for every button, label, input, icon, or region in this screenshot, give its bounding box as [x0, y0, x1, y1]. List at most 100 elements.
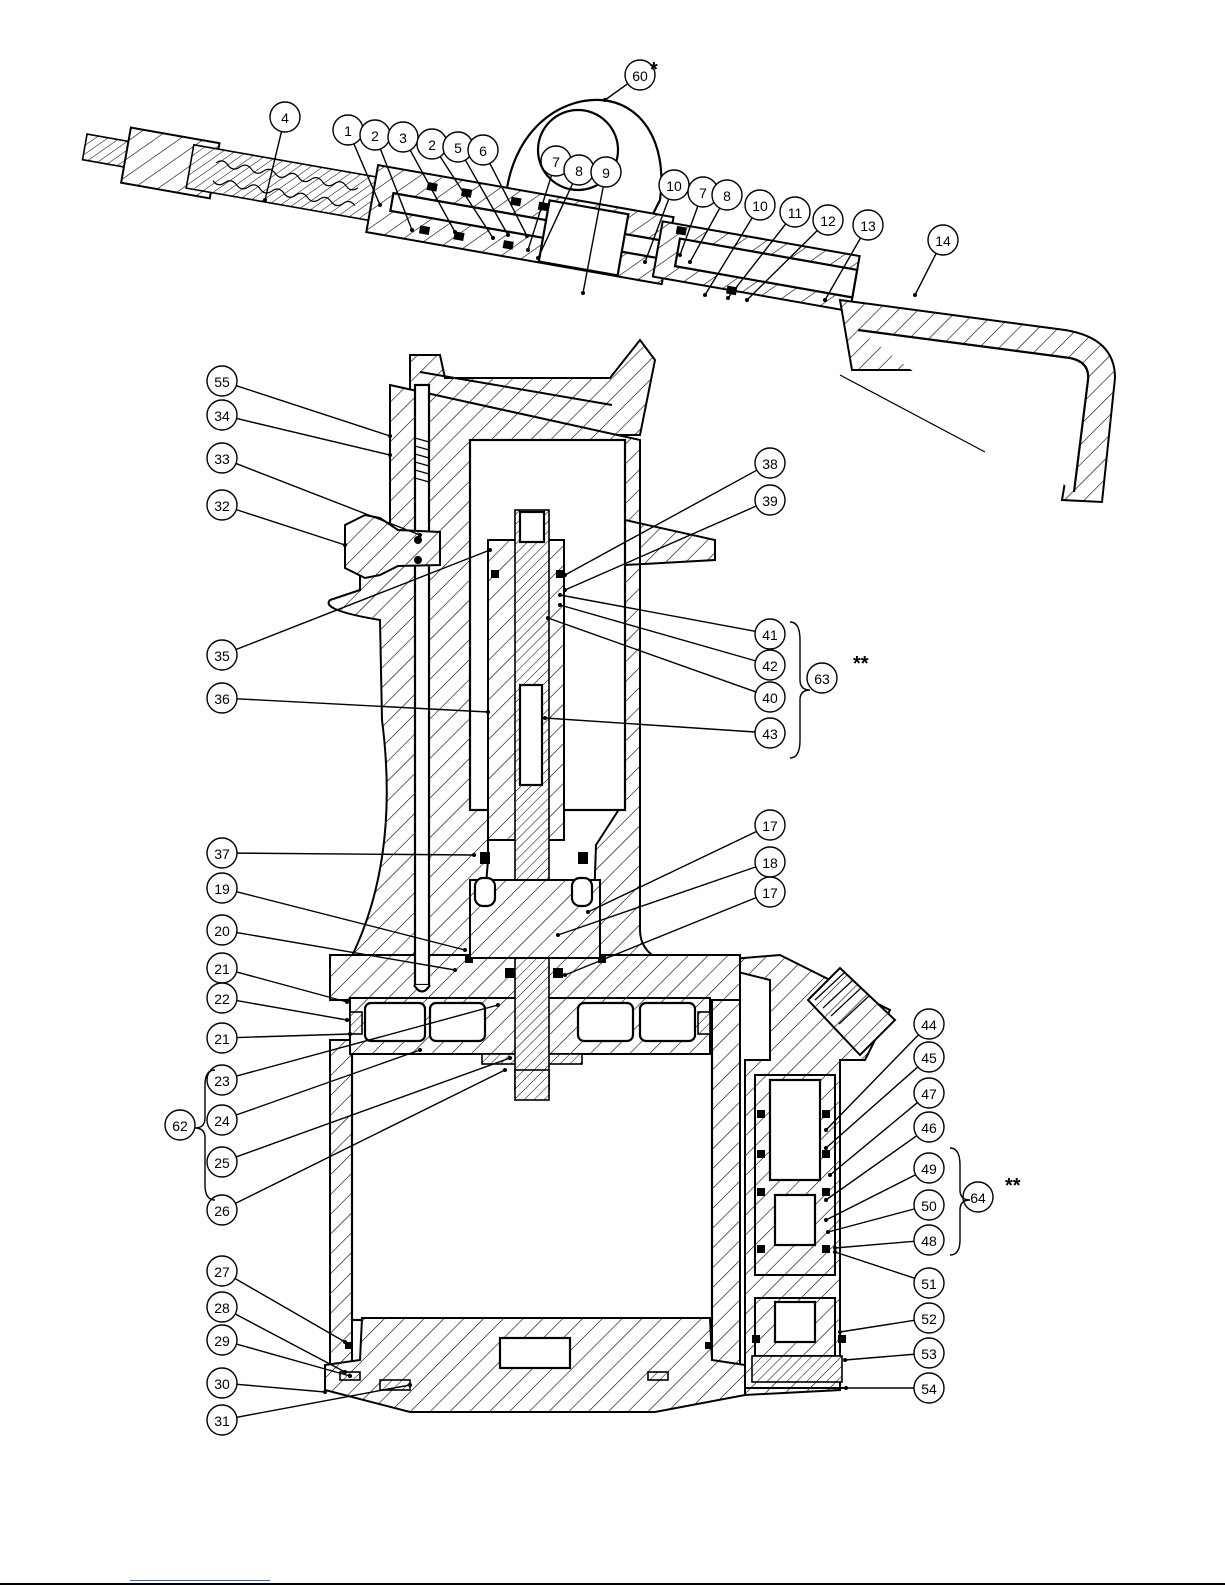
callout-label: 36 — [214, 691, 230, 707]
callout-label: 6 — [479, 143, 487, 159]
callout-label: 32 — [214, 498, 230, 514]
leader-arrow — [463, 948, 467, 952]
leader-arrow — [486, 710, 490, 714]
callout-label: 50 — [921, 1198, 937, 1214]
callout-label: 41 — [762, 627, 778, 643]
leader-arrow — [844, 1386, 848, 1390]
callout-label: 2 — [428, 137, 436, 153]
callout-label: 38 — [762, 456, 778, 472]
callout-label: 10 — [752, 198, 768, 214]
callout-label: 17 — [762, 885, 778, 901]
callout-label: 1 — [344, 123, 352, 139]
leader-arrow — [453, 230, 457, 234]
callout-label: 21 — [214, 961, 230, 977]
leader-arrow — [263, 198, 267, 202]
leader-arrow — [418, 533, 422, 537]
callout-label: 30 — [214, 1376, 230, 1392]
callout-label: 40 — [762, 690, 778, 706]
callout-label: 23 — [214, 1073, 230, 1089]
leader-arrow — [824, 1146, 828, 1150]
callout-label: 8 — [723, 188, 731, 204]
callout-34: 34 — [207, 400, 392, 457]
callout-label: 19 — [214, 881, 230, 897]
callout-label: 62 — [172, 1118, 188, 1134]
leader-arrow — [823, 298, 827, 302]
callout-label: 64 — [970, 1190, 986, 1206]
callout-label: 33 — [214, 451, 230, 467]
leader-arrow — [745, 298, 749, 302]
callout-label: 24 — [214, 1113, 230, 1129]
callout-label: 18 — [762, 855, 778, 871]
leader-arrow — [503, 1068, 507, 1072]
leader-arrow — [343, 1370, 347, 1374]
leader-arrow — [543, 716, 547, 720]
callout-label: 51 — [921, 1276, 937, 1292]
leader-arrow — [496, 1003, 500, 1007]
callout-label: 49 — [921, 1161, 937, 1177]
callout-label: 45 — [921, 1050, 937, 1066]
leader-arrow — [838, 1330, 842, 1334]
callout-label: 10 — [666, 178, 682, 194]
leader-arrow — [536, 256, 540, 260]
callout-55: 55 — [207, 366, 392, 438]
leader-arrow — [833, 1246, 837, 1250]
tie-rod — [414, 385, 430, 992]
leader-arrow — [348, 1374, 352, 1378]
leader-arrow — [563, 573, 567, 577]
callout-label: 7 — [699, 185, 707, 201]
callout-label: 54 — [921, 1381, 937, 1397]
leader-arrow — [418, 1048, 422, 1052]
callout-label: 21 — [214, 1031, 230, 1047]
callout-label: 9 — [602, 165, 610, 181]
leader-arrow — [388, 434, 392, 438]
leader-arrow — [563, 588, 567, 592]
callout-54: 54 — [844, 1373, 944, 1403]
footer-link-underline — [130, 1580, 270, 1581]
leader-arrow — [408, 1383, 412, 1387]
leader-arrow — [506, 233, 510, 237]
callout-leader — [840, 1320, 914, 1332]
callout-label: 7 — [552, 154, 560, 170]
callout-leader — [237, 1001, 347, 1020]
callout-leader — [235, 1314, 345, 1372]
leader-arrow — [546, 616, 550, 620]
callout-label: 43 — [762, 726, 778, 742]
leader-arrow — [824, 1128, 828, 1132]
callout-leader — [835, 1252, 915, 1278]
callout-label: 60 — [632, 68, 648, 84]
callout-leader — [237, 1034, 350, 1038]
callout-label: 13 — [860, 218, 876, 234]
leader-arrow — [348, 1032, 352, 1036]
callout-leader — [235, 1278, 345, 1342]
callout-48: 48 — [833, 1225, 944, 1255]
callout-label: 35 — [214, 648, 230, 664]
callout-label: 53 — [921, 1346, 937, 1362]
callout-label: 47 — [921, 1086, 937, 1102]
leader-arrow — [558, 603, 562, 607]
leader-arrow — [828, 1173, 832, 1177]
leader-arrow — [703, 293, 707, 297]
callout-53: 53 — [843, 1338, 944, 1368]
leader-arrow — [491, 236, 495, 240]
callout-label: 31 — [214, 1413, 230, 1429]
leader-arrow — [508, 1056, 512, 1060]
callout-label: 12 — [820, 213, 836, 229]
callout-leader — [845, 1354, 914, 1360]
callout-label: 26 — [214, 1203, 230, 1219]
callout-label: 48 — [921, 1233, 937, 1249]
callout-leader — [605, 84, 628, 100]
leader-arrow — [410, 228, 414, 232]
callout-60: 60 — [603, 60, 655, 102]
piston-head-block — [539, 200, 629, 275]
leader-arrow — [833, 1250, 837, 1254]
mark-star-64: ** — [1005, 1175, 1021, 1197]
callout-label: 42 — [762, 658, 778, 674]
mark-star-63: ** — [853, 653, 869, 675]
callout-label: 27 — [214, 1264, 230, 1280]
leader-arrow — [824, 1218, 828, 1222]
leader-arrow — [726, 296, 730, 300]
leader-arrow — [453, 968, 457, 972]
callout-leader — [915, 253, 936, 295]
leader-arrow — [323, 1390, 327, 1394]
